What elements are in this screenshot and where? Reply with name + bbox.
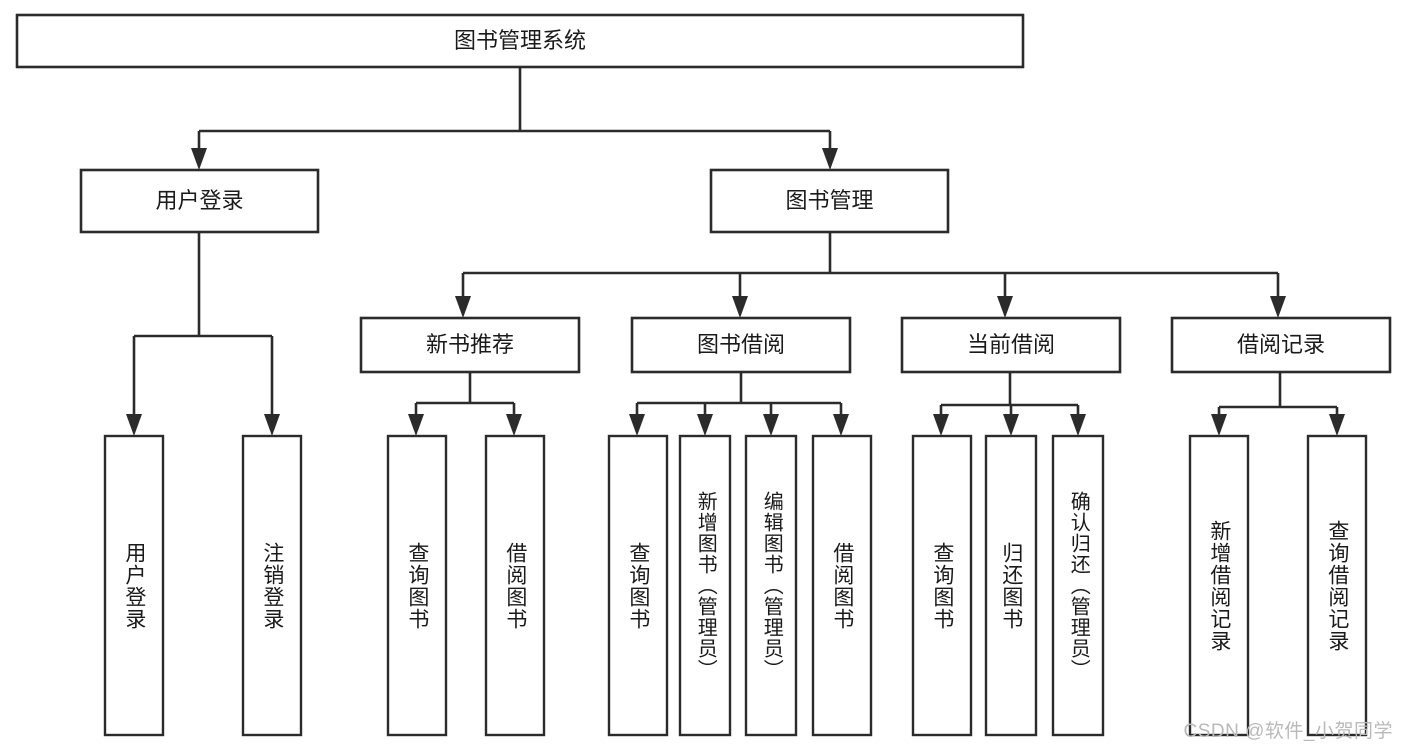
arrow-head-icon xyxy=(1070,414,1086,436)
arrow-head-icon xyxy=(822,148,838,170)
leaf-node-leaf-query-borrow-record-box[interactable] xyxy=(1306,434,1368,737)
arrow-head-icon xyxy=(408,414,424,436)
leaf-node-leaf-confirm-return-box[interactable] xyxy=(1051,434,1105,737)
arrow-head-icon xyxy=(763,414,779,436)
edges-layer xyxy=(126,67,1345,436)
arrow-head-icon xyxy=(264,414,280,436)
level3-node-borrow-record-label: 借阅记录 xyxy=(1237,332,1325,357)
arrow-head-icon xyxy=(1211,414,1227,436)
leaf-node-leaf-borrow-book-rec-box[interactable] xyxy=(484,434,546,737)
level3-node-new-book-recommend-label: 新书推荐 xyxy=(426,332,514,357)
leaf-node-leaf-query-book-current-box[interactable] xyxy=(911,434,973,737)
level2-node-book-manage-label: 图书管理 xyxy=(785,188,873,213)
level2-node-book-manage-box[interactable] xyxy=(709,168,950,234)
arrow-head-icon xyxy=(933,414,949,436)
arrow-head-icon xyxy=(1003,414,1019,436)
level3-node-new-book-recommend-box[interactable] xyxy=(359,316,581,374)
level3-node-borrow-record-box[interactable] xyxy=(1170,316,1392,374)
watermark-text: CSDN @软件_小贺同学 xyxy=(1183,721,1393,742)
level3-node-book-borrow-label: 图书借阅 xyxy=(697,332,785,357)
leaf-node-leaf-user-login-box[interactable] xyxy=(103,434,165,737)
leaf-node-leaf-add-book-box[interactable] xyxy=(678,434,732,737)
root-node-box[interactable] xyxy=(15,13,1025,69)
leaf-node-leaf-query-book-rec-box[interactable] xyxy=(386,434,448,737)
leaf-node-leaf-edit-book-box[interactable] xyxy=(744,434,798,737)
leaf-node-leaf-query-book-borrow-box[interactable] xyxy=(607,434,669,737)
arrow-head-icon xyxy=(126,414,142,436)
arrow-head-icon xyxy=(455,296,471,318)
arrow-head-icon xyxy=(697,414,713,436)
arrow-head-icon xyxy=(1270,296,1286,318)
level2-node-user-login-box[interactable] xyxy=(79,168,320,234)
arrow-head-icon xyxy=(629,414,645,436)
arrow-head-icon xyxy=(833,414,849,436)
level2-node-user-login-label: 用户登录 xyxy=(155,188,243,213)
arrow-head-icon xyxy=(732,296,748,318)
leaf-node-leaf-return-book-box[interactable] xyxy=(984,434,1038,737)
arrow-head-icon xyxy=(997,296,1013,318)
root-node-label: 图书管理系统 xyxy=(454,28,586,53)
arrow-head-icon xyxy=(1329,414,1345,436)
leaf-node-leaf-borrow-book-box[interactable] xyxy=(811,434,873,737)
level3-node-current-borrow-label: 当前借阅 xyxy=(967,332,1055,357)
level3-node-current-borrow-box[interactable] xyxy=(900,316,1122,374)
arrow-head-icon xyxy=(506,414,522,436)
leaf-node-leaf-user-logout-box[interactable] xyxy=(241,434,303,737)
leaf-node-leaf-add-borrow-record-box[interactable] xyxy=(1188,434,1250,737)
arrow-head-icon xyxy=(191,148,207,170)
level3-node-book-borrow-box[interactable] xyxy=(630,316,852,374)
